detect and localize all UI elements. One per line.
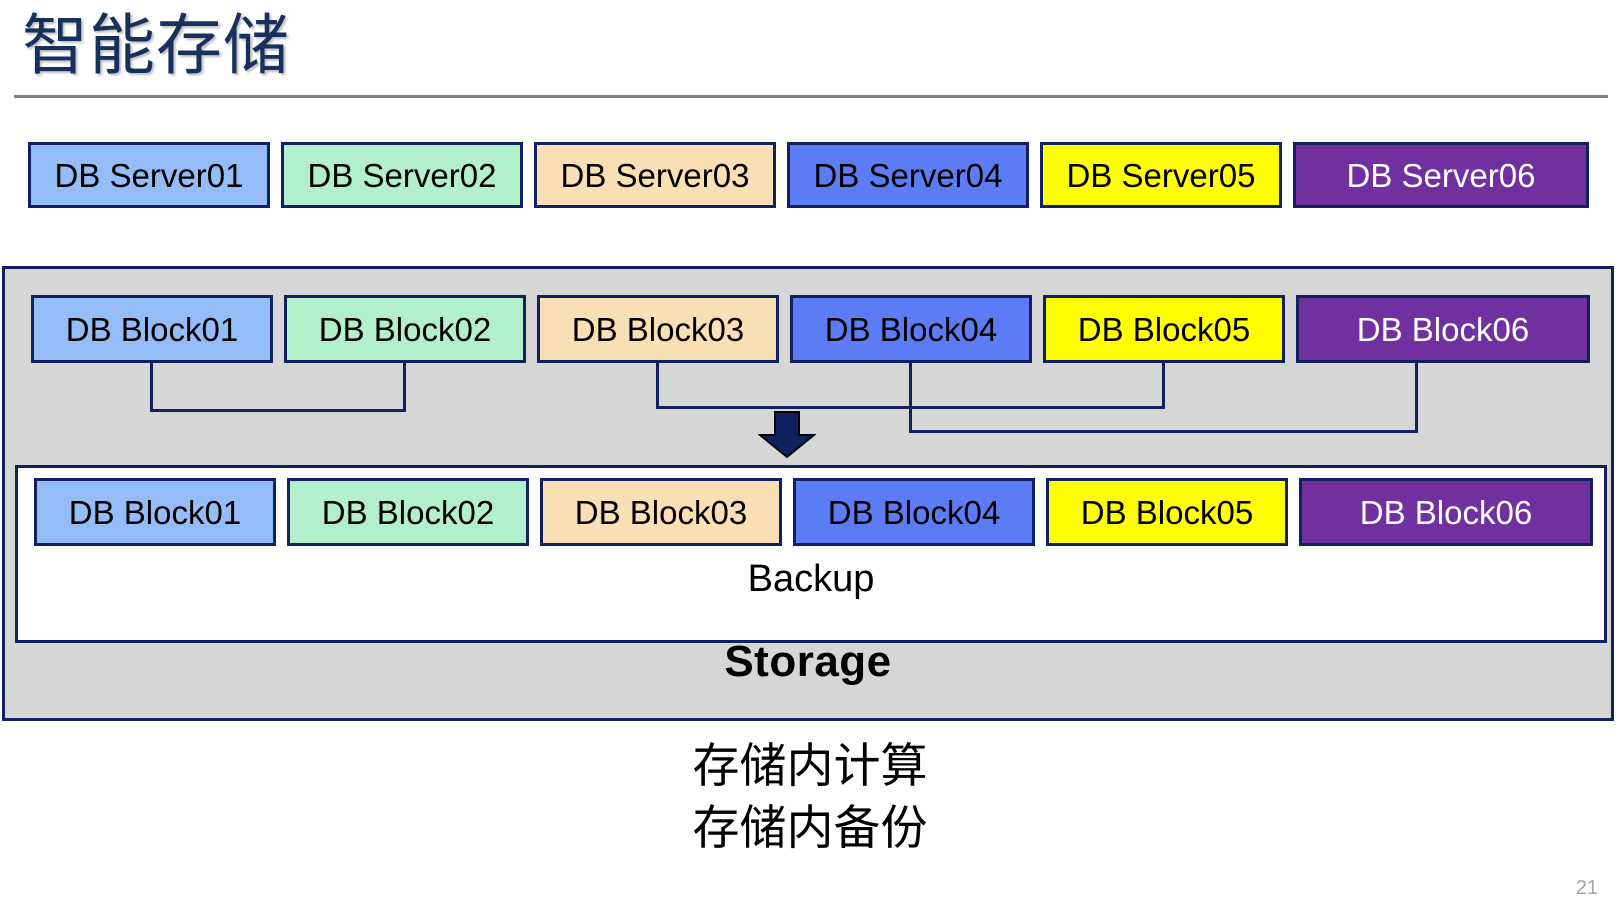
db-block-backup-box-5[interactable]: DB Block05 [1046, 478, 1288, 546]
db-block-box-label: DB Block03 [571, 310, 745, 348]
down-arrow-icon [757, 411, 817, 459]
db-server-box-label: DB Server05 [1066, 156, 1256, 194]
backup-panel: DB Block01 DB Block02 DB Block03 DB Block04… [15, 465, 1607, 643]
connector-bar-block01-block02 [150, 409, 406, 412]
backup-label: Backup [747, 558, 875, 600]
db-server-box-5[interactable]: DB Server05 [1040, 142, 1282, 208]
db-block-backup-box-6[interactable]: DB Block06 [1299, 478, 1593, 546]
page-title: 智能存储 [22, 8, 290, 82]
connector-stem-block06 [1415, 363, 1418, 430]
db-block-box-label: DB Block01 [65, 310, 239, 348]
connector-stem-block02 [403, 363, 406, 409]
db-server-box-label: DB Server03 [560, 156, 750, 194]
db-server-box-4[interactable]: DB Server04 [787, 142, 1029, 208]
db-block-box-1[interactable]: DB Block01 [31, 295, 273, 363]
db-block-box-label: DB Block06 [1356, 310, 1530, 348]
db-block-box-label: DB Block05 [1077, 310, 1251, 348]
db-server-box-label: DB Server06 [1346, 156, 1536, 194]
db-server-box-2[interactable]: DB Server02 [281, 142, 523, 208]
db-block-backup-box-label: DB Block02 [321, 493, 495, 531]
db-block-box-3[interactable]: DB Block03 [537, 295, 779, 363]
connector-stem-block04 [909, 363, 912, 430]
db-block-backup-box-1[interactable]: DB Block01 [34, 478, 276, 546]
connector-bar-block04-block06 [909, 430, 1418, 433]
db-server-box-3[interactable]: DB Server03 [534, 142, 776, 208]
title-divider [14, 95, 1608, 98]
page-number: 21 [1575, 877, 1598, 899]
db-block-backup-box-label: DB Block05 [1080, 493, 1254, 531]
storage-label: Storage [724, 637, 892, 686]
connector-stem-block05 [1162, 363, 1165, 406]
db-block-backup-box-label: DB Block06 [1359, 493, 1533, 531]
db-block-backup-box-3[interactable]: DB Block03 [540, 478, 782, 546]
connector-stem-block03 [656, 363, 659, 406]
db-block-backup-box-4[interactable]: DB Block04 [793, 478, 1035, 546]
db-block-box-label: DB Block04 [824, 310, 998, 348]
db-block-box-2[interactable]: DB Block02 [284, 295, 526, 363]
caption-line-1: 存储内计算 [692, 739, 928, 792]
db-block-backup-box-label: DB Block04 [827, 493, 1001, 531]
caption-block: 存储内计算存储内备份 [0, 735, 1620, 859]
db-block-backup-box-label: DB Block03 [574, 493, 748, 531]
storage-panel: DB Block01 DB Block02 DB Block03 DB Block04… [2, 266, 1614, 721]
connector-stem-block01 [150, 363, 153, 409]
db-server-box-label: DB Server04 [813, 156, 1003, 194]
db-server-box-label: DB Server01 [54, 156, 244, 194]
db-block-box-5[interactable]: DB Block05 [1043, 295, 1285, 363]
db-block-box-6[interactable]: DB Block06 [1296, 295, 1590, 363]
db-server-box-1[interactable]: DB Server01 [28, 142, 270, 208]
db-block-box-label: DB Block02 [318, 310, 492, 348]
db-block-box-4[interactable]: DB Block04 [790, 295, 1032, 363]
db-block-backup-box-label: DB Block01 [68, 493, 242, 531]
db-server-box-label: DB Server02 [307, 156, 497, 194]
db-server-box-6[interactable]: DB Server06 [1293, 142, 1589, 208]
caption-line-2: 存储内备份 [692, 801, 928, 854]
db-block-backup-box-2[interactable]: DB Block02 [287, 478, 529, 546]
